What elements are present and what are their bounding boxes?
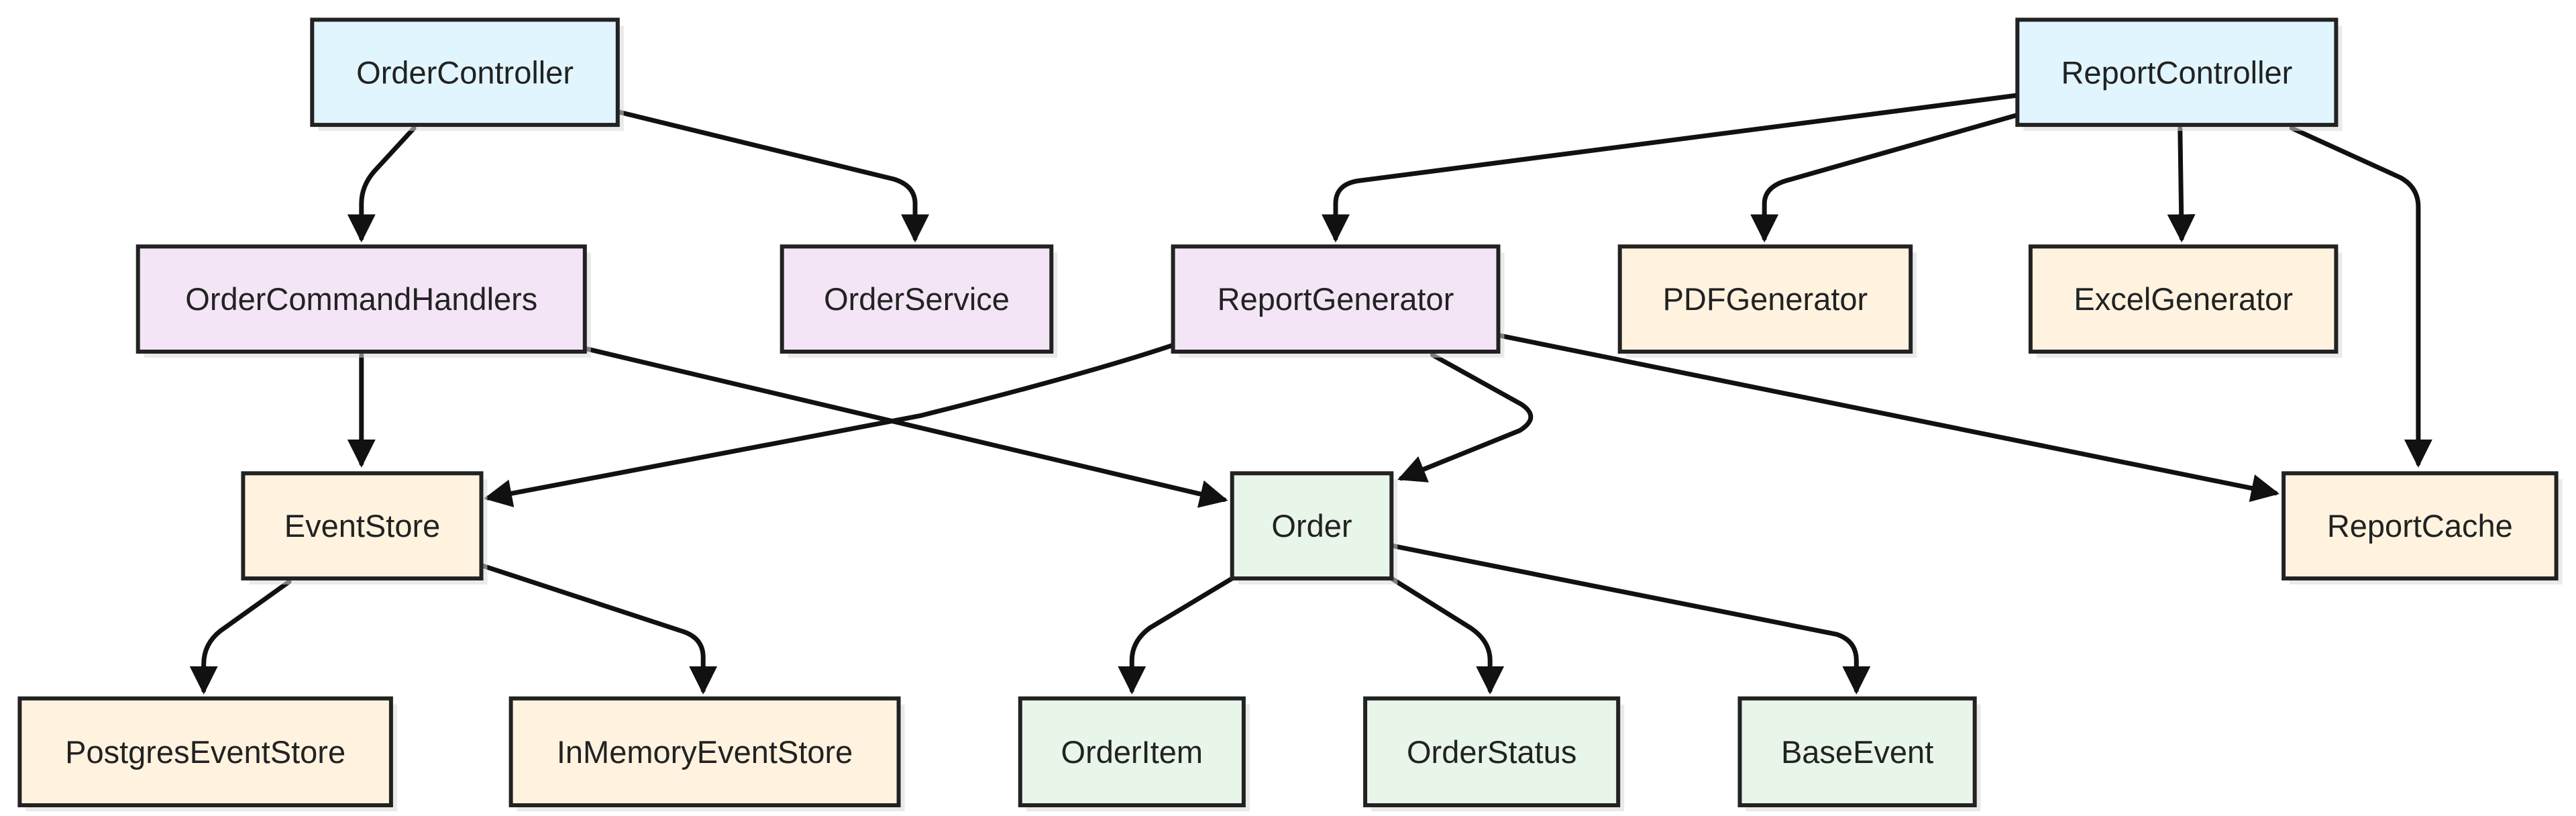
- node-label: OrderCommandHandlers: [185, 281, 537, 317]
- edge-report-controller-to-pdf-generator: [1750, 112, 2020, 243]
- node-label: PostgresEventStore: [65, 734, 345, 770]
- node-box: [1363, 696, 1621, 808]
- node-label: PDFGenerator: [1663, 281, 1868, 317]
- node-report-cache: ReportCache: [2282, 471, 2563, 584]
- edge-report-generator-to-event-store: [484, 342, 1176, 507]
- edge-report-generator-to-report-cache: [1496, 333, 2279, 503]
- edges-layer: [189, 93, 2432, 695]
- edge-report-generator-to-order: [1397, 352, 1534, 482]
- edge-order-command-handlers-to-order: [582, 346, 1228, 508]
- node-order: Order: [1230, 471, 1398, 584]
- node-label: OrderController: [356, 54, 574, 90]
- node-box: [17, 696, 393, 808]
- node-box: [508, 696, 901, 808]
- edge-order-to-base-event: [1389, 543, 1871, 695]
- edge-event-store-to-in-memory-event-store: [479, 562, 718, 695]
- edge-order-to-order-status: [1389, 576, 1505, 695]
- node-box: [1230, 471, 1394, 580]
- node-label: ReportController: [2061, 54, 2292, 90]
- edge-report-controller-to-report-generator: [1322, 93, 2020, 243]
- node-label: EventStore: [284, 508, 441, 544]
- node-order-service: OrderService: [780, 244, 1058, 358]
- node-event-store: EventStore: [241, 471, 488, 584]
- node-order-controller: OrderController: [310, 17, 624, 132]
- node-label: ReportCache: [2327, 508, 2513, 544]
- node-box: [1018, 696, 1246, 808]
- node-box: [241, 471, 484, 580]
- node-postgres-event-store: PostgresEventStore: [17, 696, 397, 811]
- node-pdf-generator: PDFGenerator: [1617, 244, 1917, 358]
- node-box: [1171, 244, 1501, 354]
- node-label: ReportGenerator: [1218, 281, 1454, 317]
- node-box: [136, 244, 587, 354]
- node-order-status: OrderStatus: [1363, 696, 1625, 811]
- nodes-layer: OrderController ReportControllerOrderComm…: [17, 17, 2563, 811]
- node-label: ExcelGenerator: [2074, 281, 2293, 317]
- node-label: OrderService: [824, 281, 1010, 317]
- node-report-controller: ReportController: [2015, 17, 2343, 132]
- node-label: Order: [1271, 508, 1352, 544]
- node-order-item: OrderItem: [1018, 696, 1250, 811]
- node-report-generator: ReportGenerator: [1171, 244, 1505, 358]
- node-label: OrderItem: [1061, 734, 1203, 770]
- node-box: [1617, 244, 1913, 354]
- node-label: OrderStatus: [1407, 734, 1576, 770]
- edge-report-controller-to-report-cache: [2289, 125, 2432, 468]
- node-base-event: BaseEvent: [1737, 696, 1981, 811]
- edge-event-store-to-postgres-event-store: [189, 579, 292, 695]
- edge-report-controller-to-excel-generator: [2167, 125, 2196, 243]
- edge-order-controller-to-order-service: [615, 109, 930, 243]
- node-label: BaseEvent: [1781, 734, 1933, 770]
- edge-order-controller-to-order-command-handlers: [347, 125, 417, 243]
- node-box: [2015, 17, 2339, 128]
- node-order-command-handlers: OrderCommandHandlers: [136, 244, 591, 358]
- node-box: [780, 244, 1054, 354]
- node-box: [2282, 471, 2559, 580]
- edge-order-to-order-item: [1118, 576, 1235, 695]
- node-excel-generator: ExcelGenerator: [2028, 244, 2343, 358]
- node-box: [1737, 696, 1977, 808]
- node-in-memory-event-store: InMemoryEventStore: [508, 696, 905, 811]
- node-box: [310, 17, 620, 128]
- node-label: InMemoryEventStore: [557, 734, 853, 770]
- node-box: [2028, 244, 2339, 354]
